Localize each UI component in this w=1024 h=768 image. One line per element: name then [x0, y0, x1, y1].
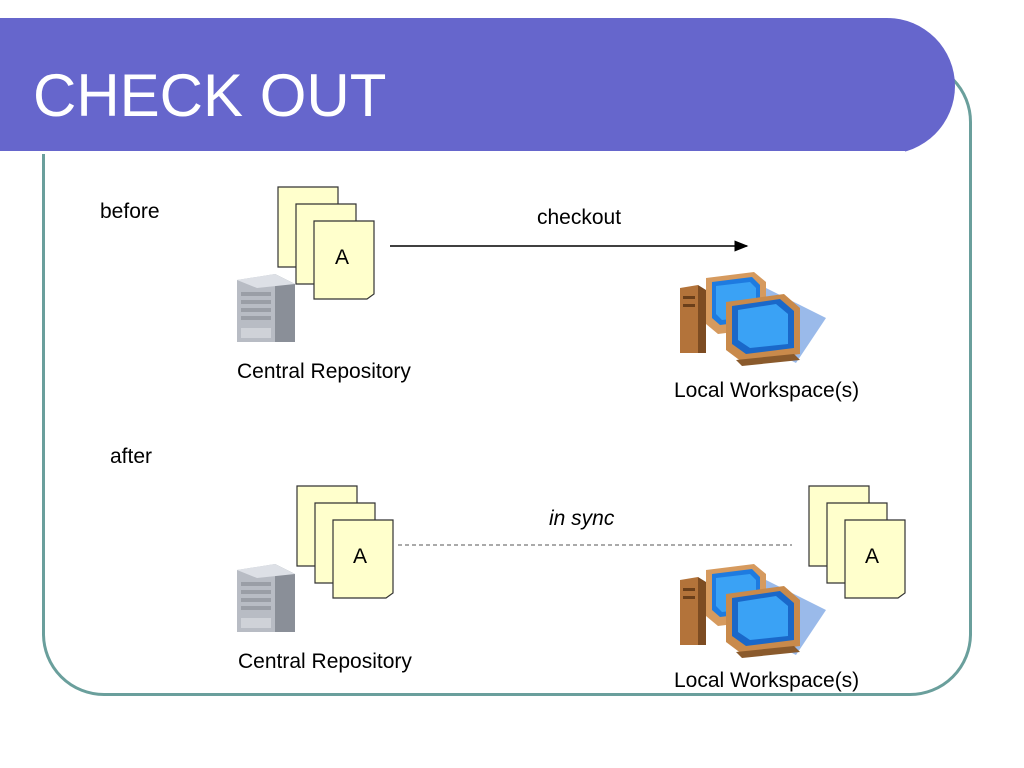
- workstation-computers-icon: [680, 272, 826, 366]
- workspace-label-after: Local Workspace(s): [674, 669, 860, 692]
- server-tower-icon: [237, 564, 295, 632]
- document-stack-icon: A: [296, 485, 396, 604]
- checkout-label: checkout: [537, 206, 622, 229]
- server-tower-icon: [237, 274, 295, 342]
- document-stack-icon: A: [277, 186, 377, 305]
- workspace-label-before: Local Workspace(s): [674, 379, 860, 402]
- workstation-computers-icon: [680, 564, 826, 658]
- repo-label-before: Central Repository: [237, 360, 411, 383]
- document-letter: A: [353, 545, 368, 568]
- repo-label-after: Central Repository: [238, 650, 412, 673]
- title-underline: [0, 151, 905, 154]
- document-letter: A: [335, 246, 350, 269]
- in-sync-label: in sync: [549, 507, 615, 530]
- document-letter: A: [865, 545, 880, 568]
- title-bar: CHECK OUT: [0, 18, 955, 154]
- slide-title: CHECK OUT: [33, 62, 387, 129]
- document-stack-icon: A: [808, 485, 908, 604]
- after-label: after: [110, 445, 153, 468]
- before-label: before: [100, 200, 160, 223]
